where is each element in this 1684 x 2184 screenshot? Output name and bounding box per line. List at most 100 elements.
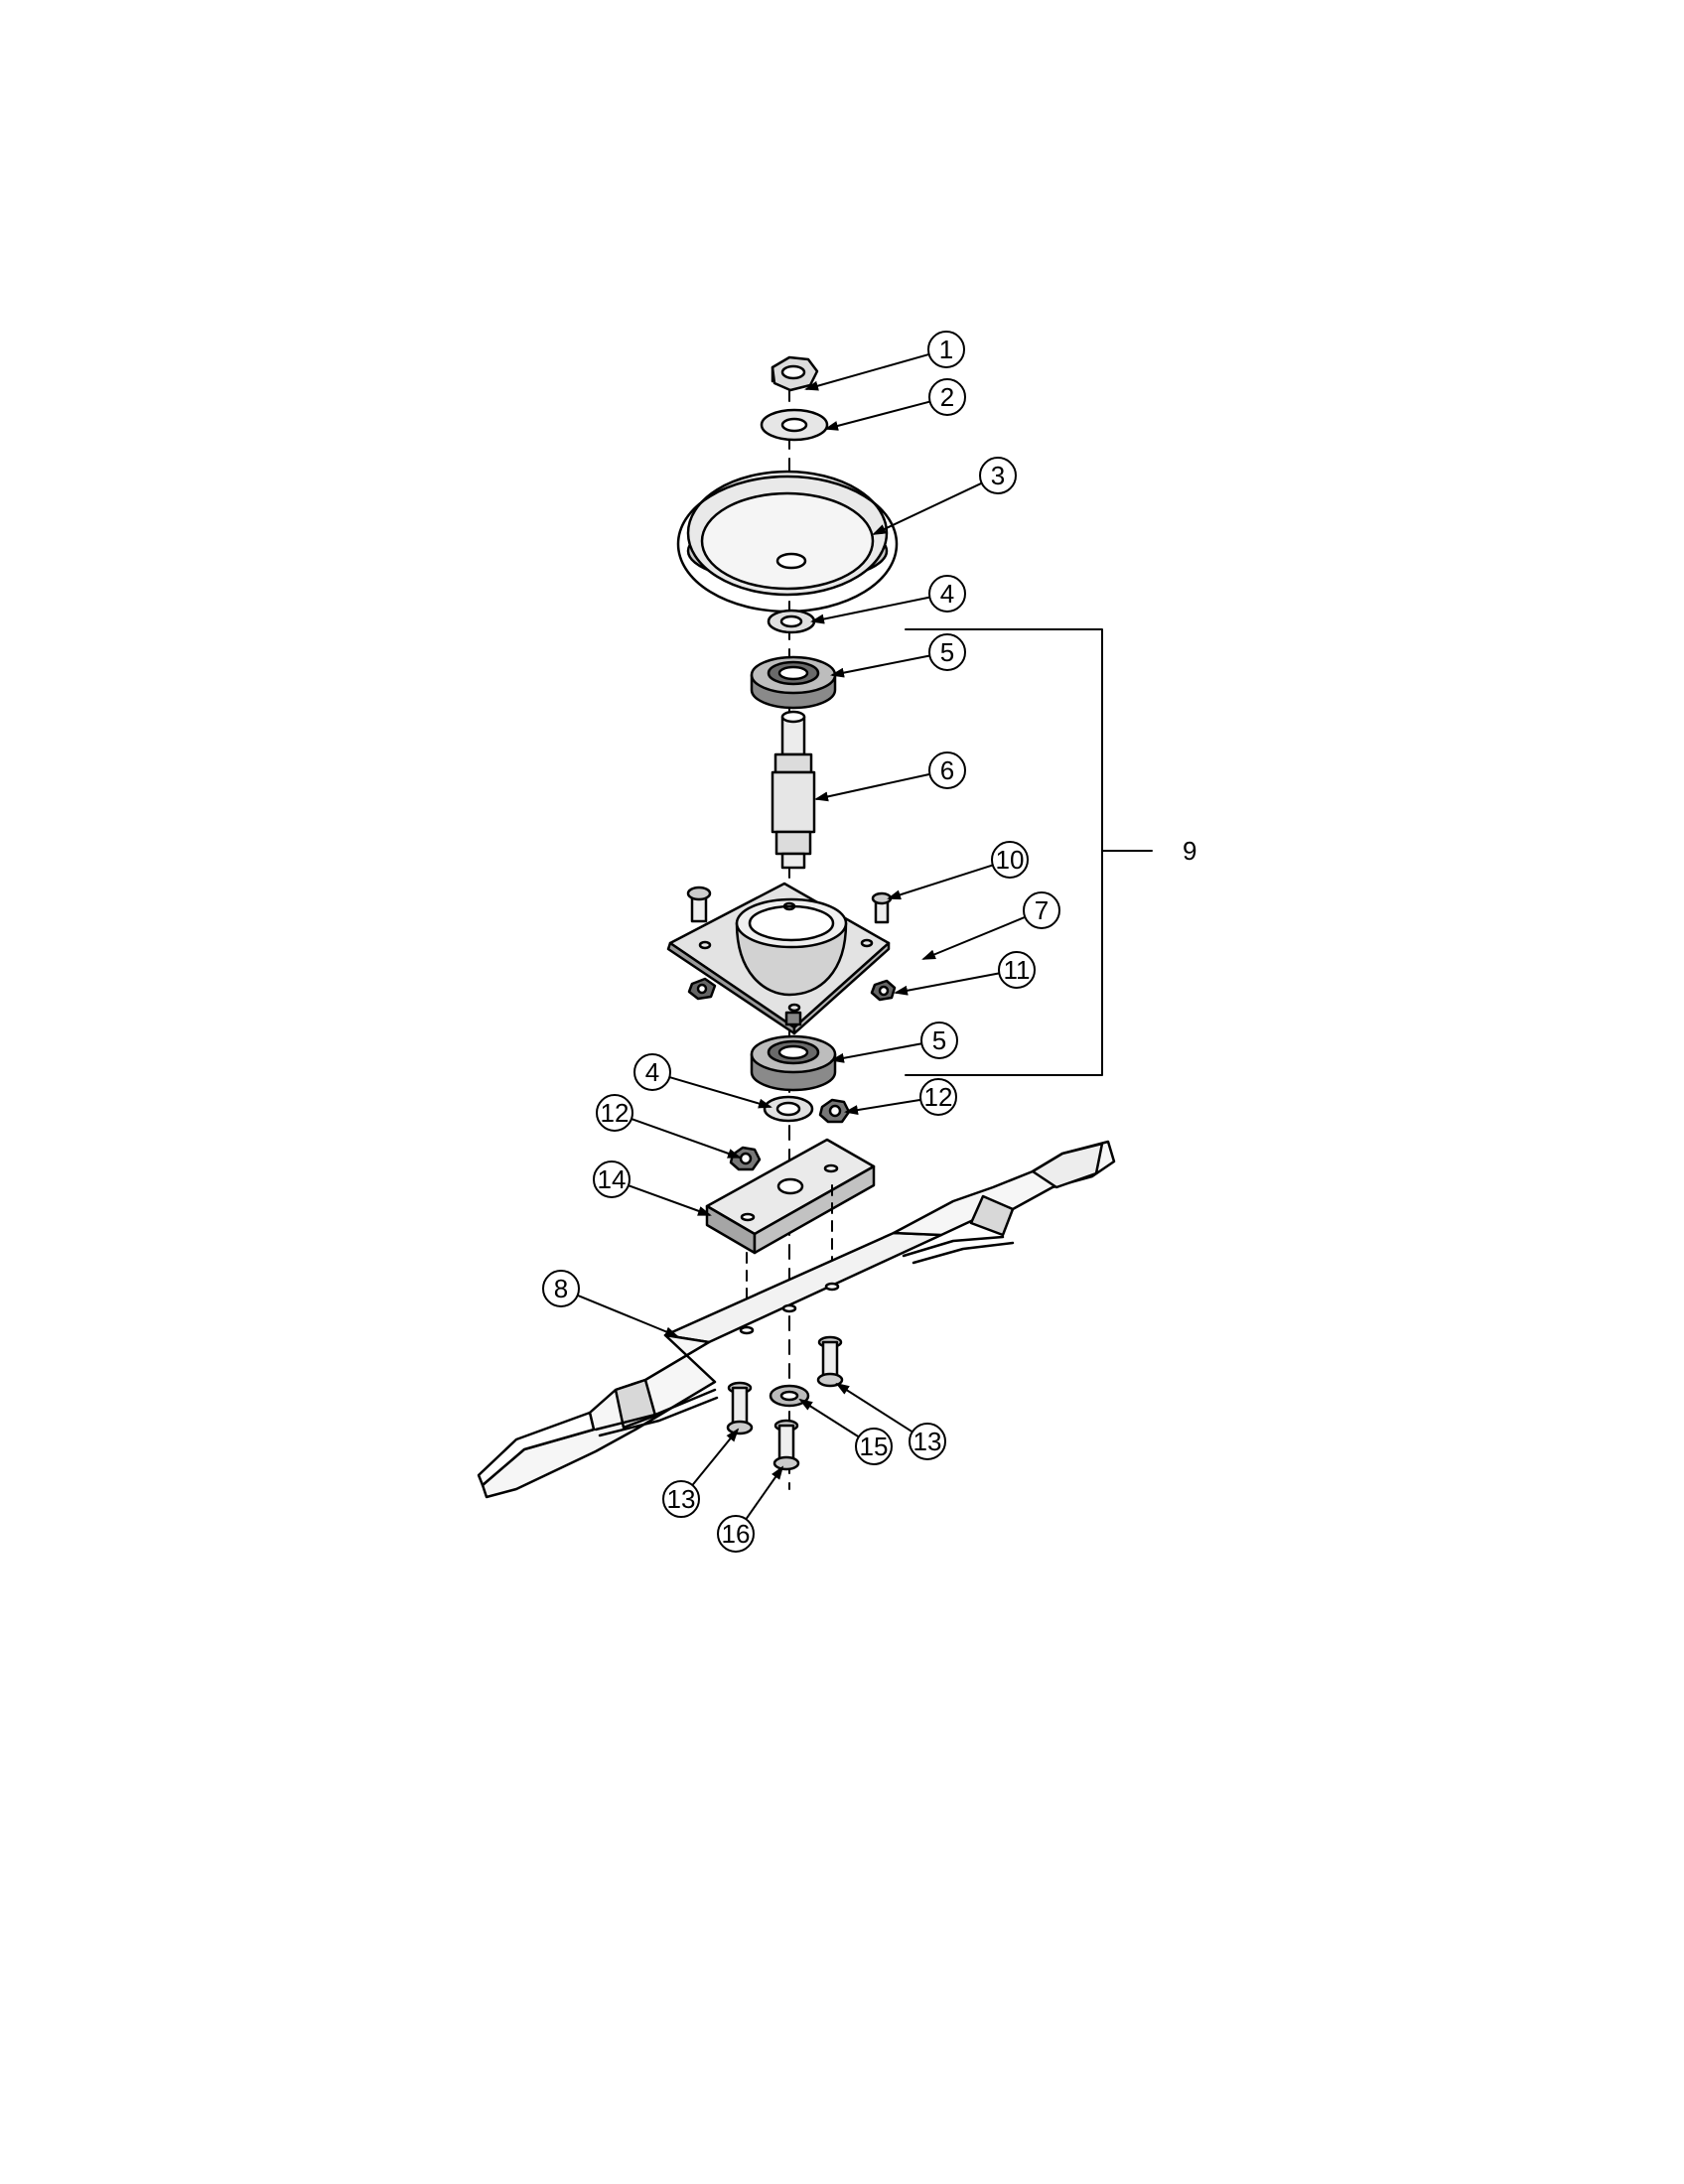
callout-number: 10 [996, 845, 1025, 875]
callout-4: 4 [633, 1053, 671, 1091]
part-lock-nut-right [818, 1098, 851, 1124]
callout-number: 14 [598, 1164, 627, 1194]
callout-circle [928, 751, 966, 789]
callout-number: 11 [1004, 955, 1031, 985]
callout-number: 12 [924, 1082, 953, 1112]
callout-leader-3 [872, 481, 983, 535]
callout-6: 6 [928, 751, 966, 789]
callout-8: 8 [542, 1270, 580, 1307]
part-mower-blade [477, 1140, 1116, 1499]
callout-leader-13 [691, 1428, 740, 1486]
callout-16: 16 [717, 1515, 755, 1553]
callout-4: 4 [928, 575, 966, 613]
callout-circle [717, 1515, 755, 1553]
part-bearing-lower [750, 1034, 837, 1092]
callout-leader-15 [798, 1398, 860, 1438]
callout-number: 4 [645, 1057, 659, 1087]
part-housing-bolt-right [871, 891, 893, 924]
callout-circle [920, 1022, 958, 1059]
callout-circle [909, 1423, 946, 1460]
callout-circle [542, 1270, 580, 1307]
callout-number: 13 [913, 1427, 942, 1456]
callout-circle [662, 1480, 700, 1518]
part-housing-nut-right [870, 979, 897, 1002]
part-spindle-shaft [771, 710, 816, 870]
part-pulley [676, 470, 899, 614]
callout-leader-1 [804, 352, 929, 391]
callout-leader-2 [824, 400, 930, 431]
callout-leader-4 [668, 1076, 772, 1109]
callout-number: 12 [601, 1098, 630, 1128]
callout-leader-5 [830, 654, 930, 678]
callout-circle [855, 1428, 893, 1465]
part-washer-lower [763, 1095, 814, 1123]
part-blade-washer [769, 1384, 810, 1408]
callout-number: 8 [554, 1274, 568, 1303]
callout-circle [928, 378, 966, 416]
part-blade-adapter [705, 1138, 876, 1255]
callout-number: 4 [940, 579, 954, 609]
callout-14: 14 [593, 1160, 631, 1198]
callout-12: 12 [919, 1078, 957, 1116]
callout-circle [596, 1094, 633, 1132]
callout-number: 5 [940, 637, 954, 667]
part-lock-nut-left [729, 1146, 762, 1171]
callout-leader-7 [921, 915, 1026, 960]
callout-10: 10 [991, 841, 1029, 879]
part-blade-center-bolt [772, 1419, 800, 1471]
callout-number: 16 [722, 1519, 751, 1549]
callout-number: 1 [939, 335, 953, 364]
assembly-bracket [905, 628, 1103, 1076]
callout-number: 13 [667, 1484, 696, 1514]
part-blade-bolt-right [816, 1335, 844, 1388]
part-washer-top [760, 408, 829, 442]
callout-number: 5 [932, 1025, 946, 1055]
callout-circle [928, 633, 966, 671]
callout-leader-14 [628, 1184, 712, 1216]
callout-leader-5 [830, 1042, 922, 1063]
callout-circle [633, 1053, 671, 1091]
part-bearing-upper [750, 655, 837, 710]
callout-5: 5 [928, 633, 966, 671]
callout-15: 15 [855, 1428, 893, 1465]
part-hex-nut [771, 355, 819, 392]
callout-circle [998, 951, 1036, 989]
callout-3: 3 [979, 457, 1017, 494]
part-housing-bolt-left [686, 886, 712, 923]
callout-circle [919, 1078, 957, 1116]
callout-circle [593, 1160, 631, 1198]
part-blade-bolt-left [726, 1381, 754, 1435]
callout-leader-16 [745, 1465, 784, 1520]
callout-leader-13 [835, 1382, 913, 1433]
callout-circle [991, 841, 1029, 879]
callout-1: 1 [927, 331, 965, 368]
callout-5: 5 [920, 1022, 958, 1059]
callout-13: 13 [662, 1480, 700, 1518]
callout-2: 2 [928, 378, 966, 416]
callout-leader-10 [887, 864, 994, 900]
callout-13: 13 [909, 1423, 946, 1460]
callout-leader-8 [577, 1294, 679, 1337]
callout-number: 7 [1035, 895, 1049, 925]
callout-leader-4 [810, 596, 930, 624]
callout-circle [928, 575, 966, 613]
callout-number: 6 [940, 755, 954, 785]
callout-circle [927, 331, 965, 368]
callout-number: 3 [991, 461, 1005, 490]
callout-circle [979, 457, 1017, 494]
assembly-label: 9 [1183, 836, 1196, 866]
callout-leader-11 [894, 972, 1000, 996]
callout-leader-6 [814, 772, 930, 802]
part-spindle-housing [666, 882, 891, 1035]
callout-11: 11 [998, 951, 1036, 989]
part-housing-nut-left [687, 977, 717, 1001]
callout-leader-12 [631, 1118, 742, 1159]
callout-12: 12 [596, 1094, 633, 1132]
callout-number: 15 [860, 1432, 889, 1461]
callout-number: 2 [940, 382, 954, 412]
callout-7: 7 [1023, 891, 1060, 929]
callout-leader-12 [844, 1098, 921, 1116]
part-washer-upper [767, 609, 816, 634]
callout-circle [1023, 891, 1060, 929]
